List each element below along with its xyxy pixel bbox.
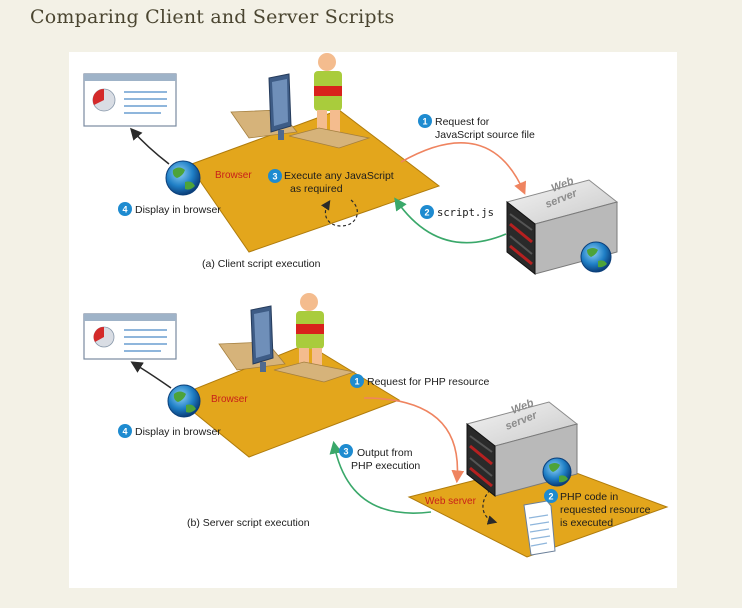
- server-step4-text: Display in browser: [135, 426, 221, 438]
- client-step1-number: 1: [422, 117, 427, 127]
- server-step1-text: Request for PHP resource: [367, 376, 490, 388]
- browser-platform: [174, 343, 401, 458]
- client-step4-text: Display in browser: [135, 204, 221, 216]
- client-step1-line1: Request for: [435, 116, 490, 128]
- globe-icon: [167, 384, 201, 418]
- client-caption: (a) Client script execution: [202, 258, 321, 270]
- server-step3-number: 3: [343, 447, 348, 457]
- client-step2-number: 2: [424, 208, 429, 218]
- client-server-diagram: Browser 3 Execute any JavaScript as requ…: [83, 53, 669, 558]
- client-browser-label: Browser: [215, 170, 252, 181]
- globe-icon: [165, 160, 201, 196]
- client-step3-number: 3: [272, 172, 277, 182]
- server-script-section: Browser 4 Display in browser 1 Request f…: [83, 293, 669, 558]
- user-figure-icon: [273, 293, 356, 383]
- server-step1-number: 1: [354, 377, 359, 387]
- page-title: Comparing Client and Server Scripts: [30, 6, 395, 28]
- server-step4-number: 4: [122, 427, 127, 437]
- globe-icon: [580, 241, 612, 273]
- document-icon: [523, 500, 556, 556]
- client-step3-line1: Execute any JavaScript: [284, 170, 394, 182]
- client-step4-number: 4: [122, 205, 127, 215]
- figure-panel: Browser 3 Execute any JavaScript as requ…: [69, 52, 677, 588]
- server-browser-label: Browser: [211, 394, 248, 405]
- globe-icon: [542, 457, 572, 487]
- server-caption: (b) Server script execution: [187, 517, 310, 529]
- pie-chart-icon: [92, 88, 116, 112]
- client-response-arrow: [394, 197, 507, 244]
- client-step2-text: script.js: [437, 207, 494, 219]
- server-step3-line1: Output from: [357, 447, 413, 459]
- browser-window-icon: [83, 313, 177, 360]
- client-step1-line2: JavaScript source file: [435, 129, 535, 141]
- server-response-arrow: [329, 440, 432, 514]
- client-step3-line2: as required: [290, 183, 343, 195]
- user-figure-icon: [288, 53, 371, 149]
- computer-monitor-icon: [218, 305, 286, 372]
- client-request-arrow: [400, 141, 527, 195]
- server-step3-line2: PHP execution: [351, 460, 420, 472]
- server-step2-line1: PHP code in: [560, 491, 618, 503]
- client-script-section: Browser 3 Execute any JavaScript as requ…: [83, 53, 619, 276]
- computer-monitor-icon: [230, 73, 298, 140]
- server-request-arrow: [363, 397, 465, 484]
- browser-window-icon: [83, 73, 177, 127]
- server-step2-number: 2: [548, 492, 553, 502]
- webserver-label: Web server: [425, 496, 477, 507]
- server-step2-line3: is executed: [560, 517, 613, 529]
- server-step2-line2: requested resource: [560, 504, 651, 516]
- pie-chart-icon: [93, 326, 115, 348]
